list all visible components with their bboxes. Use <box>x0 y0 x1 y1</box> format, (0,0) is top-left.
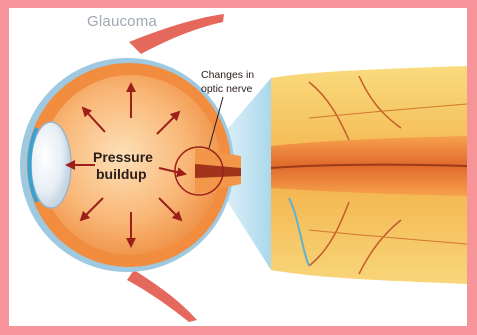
lower-eye-muscle <box>127 270 197 322</box>
diagram-title: Glaucoma <box>87 13 157 30</box>
eye-lens <box>30 122 72 208</box>
nerve-label-line1: Changes in <box>201 69 254 81</box>
pressure-label-line2: buildup <box>96 166 147 182</box>
optic-nerve-cross-section <box>271 66 467 284</box>
pressure-label-line1: Pressure <box>93 149 153 165</box>
diagram-frame: Glaucoma <box>9 8 467 326</box>
nerve-label-line2: optic nerve <box>201 83 253 95</box>
glaucoma-illustration: Glaucoma <box>9 8 467 326</box>
